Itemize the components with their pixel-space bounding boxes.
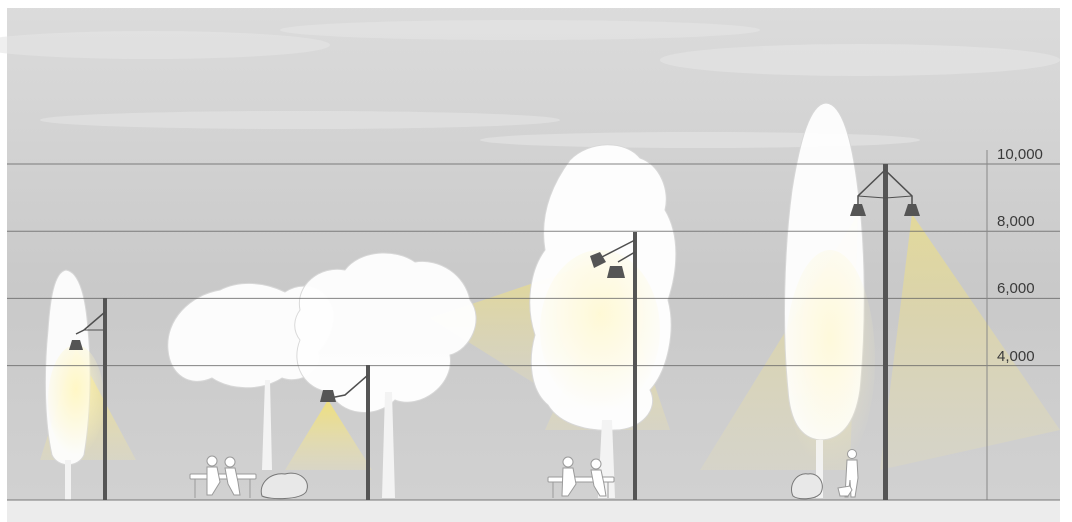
bench-with-people-1	[189, 455, 257, 498]
tick-label-6000: 6,000	[997, 280, 1035, 298]
people-and-furniture	[189, 449, 859, 500]
tick-label-10000: 10,000	[997, 146, 1043, 163]
frame-right	[1060, 0, 1072, 522]
pedestrian-with-dog	[837, 449, 859, 498]
bench-with-people-2	[547, 456, 615, 498]
luminaire-icon	[320, 390, 336, 402]
tick-label-8000: 8,000	[997, 213, 1035, 231]
ground-strip	[0, 500, 1072, 522]
shrub-2	[791, 473, 823, 500]
lamp-glows	[48, 250, 875, 470]
pole-4	[850, 164, 920, 500]
shrub-1	[260, 472, 308, 500]
beam-pole-4-right	[880, 214, 1060, 470]
frame-top	[0, 0, 1072, 8]
luminaire-icon	[590, 252, 606, 268]
pole-2	[320, 365, 370, 500]
beam-pole-2	[285, 400, 372, 470]
luminaire-icon	[607, 266, 625, 278]
tree-2-trunk	[262, 380, 272, 470]
pole-3	[590, 232, 637, 500]
tick-label-4000: 4,000	[997, 347, 1035, 365]
tree-3-crown	[294, 252, 477, 413]
luminaire-icon	[904, 204, 920, 216]
pole-1	[69, 298, 107, 500]
tree-3-trunk	[382, 392, 395, 498]
luminaire-icon	[850, 204, 866, 216]
lamp-poles	[69, 164, 920, 500]
luminaire-icon	[69, 340, 83, 350]
trees	[44, 102, 865, 500]
tree-1-trunk	[65, 460, 71, 500]
tree-5-trunk	[816, 440, 823, 498]
frame-left	[0, 0, 7, 522]
